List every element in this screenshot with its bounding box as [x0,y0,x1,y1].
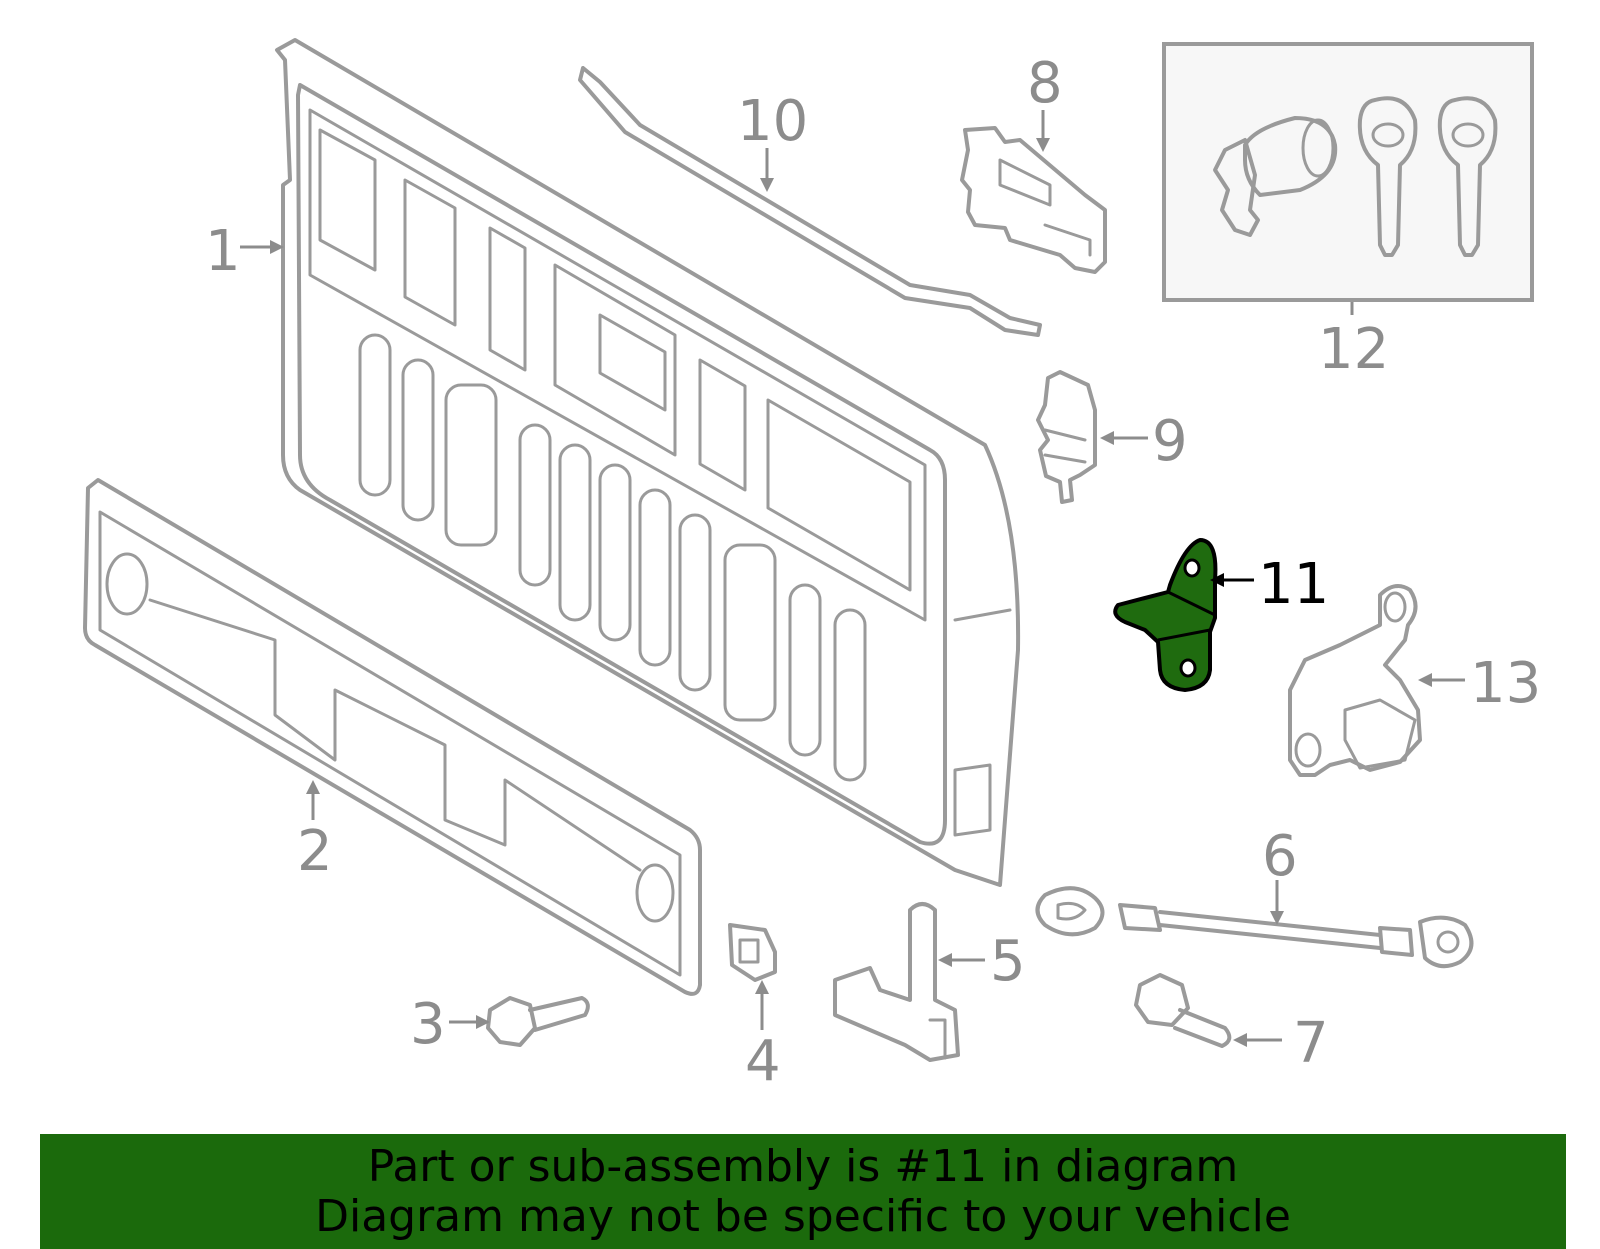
callout-2: 2 [297,819,333,884]
part-13-hinge-assembly [1288,584,1422,777]
part-11-highlighted-bracket [1113,538,1218,692]
tailgate-ribs [358,333,867,782]
part-12-box [1162,42,1534,302]
callout-arrows [240,110,1465,1047]
callout-8: 8 [1027,51,1063,116]
callout-9: 9 [1152,409,1188,474]
part-9-switch [1036,370,1097,504]
callout-13: 13 [1470,651,1541,716]
callout-7: 7 [1293,1011,1329,1076]
part-2-trim-panel [83,478,702,996]
part-8-latch [960,126,1107,274]
callout-5: 5 [990,929,1026,994]
banner-line-2: Diagram may not be specific to your vehi… [315,1190,1291,1242]
callout-12: 12 [1318,317,1389,382]
part-10-rod [578,66,1042,337]
part-6-support-cable [1035,886,1474,969]
banner-line-1: Part or sub-assembly is #11 in diagram [367,1140,1239,1192]
part-4-clip [728,923,777,982]
callout-4: 4 [745,1029,781,1094]
part-3-bolt [486,996,590,1047]
callout-1: 1 [205,219,241,284]
callout-labels: 1 2 3 4 5 6 7 8 9 10 11 12 13 [205,51,1541,1094]
callout-11: 11 [1258,552,1329,617]
info-banner: Part or sub-assembly is #11 in diagram D… [40,1134,1566,1249]
callout-10: 10 [737,89,808,154]
part-12-lock-and-keys [1162,42,1534,302]
part-7-bolt [1134,973,1232,1048]
part-5-hinge-bracket [833,902,960,1062]
callout-3: 3 [410,992,446,1057]
callout-6: 6 [1262,824,1298,889]
part-1-tailgate-panel [275,38,1021,887]
